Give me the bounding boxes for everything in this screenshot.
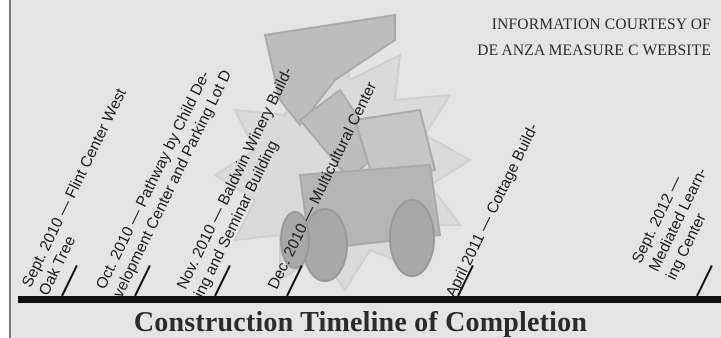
timeline-baseline xyxy=(18,296,721,303)
source-credit-line-1: INFORMATION COURTESY OF xyxy=(491,16,711,33)
timeline-title: Construction Timeline of Completion xyxy=(133,307,588,338)
source-credit-line-2: DE ANZA MEASURE C WEBSITE xyxy=(477,42,711,59)
